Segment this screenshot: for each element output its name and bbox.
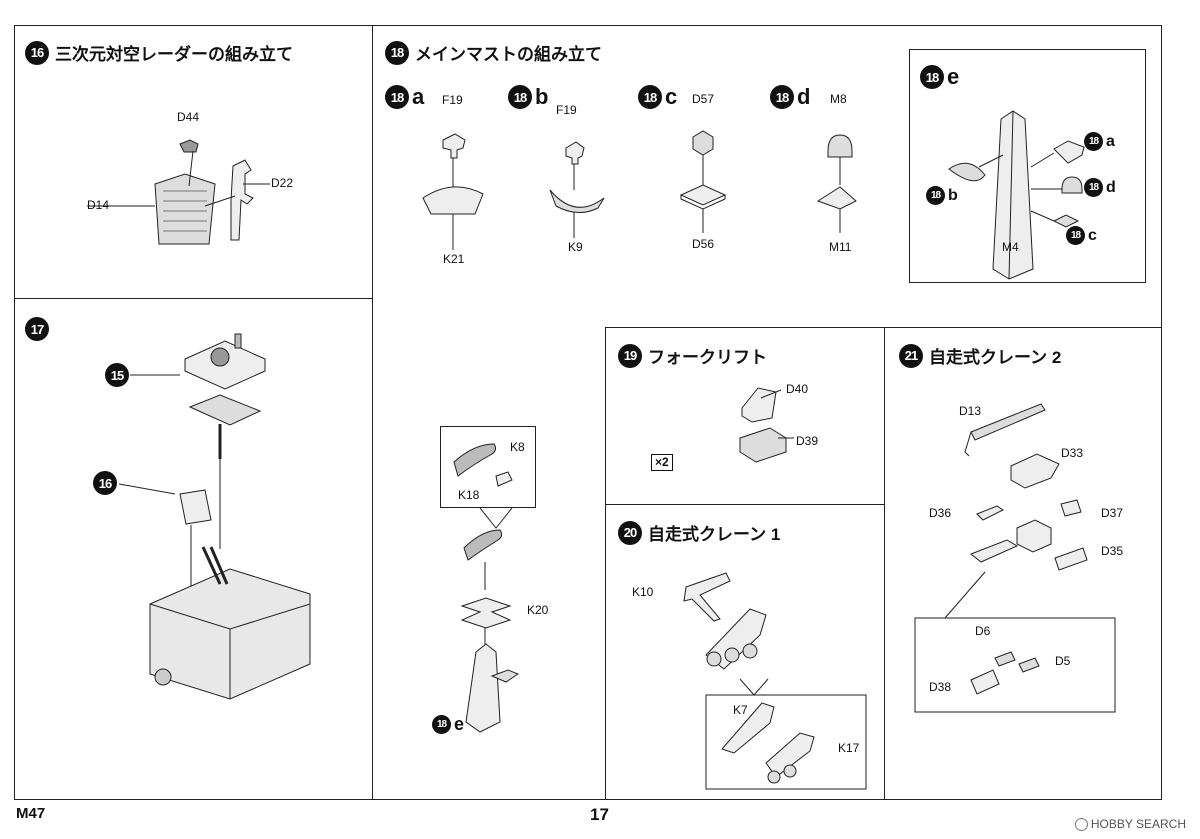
crane-2-drawing	[885, 328, 1163, 801]
substep-18d-drawing	[800, 115, 880, 245]
step-20-title: 20 自走式クレーン 1	[618, 520, 780, 545]
substep-18e-drawing	[909, 49, 1146, 283]
part-F19-a: F19	[442, 93, 463, 107]
step-20-badge: 20	[618, 520, 642, 545]
callout-15: 15	[105, 363, 129, 387]
step-19-badge: 19	[618, 343, 642, 368]
part-K21: K21	[443, 252, 465, 266]
part-K20: K20	[527, 603, 549, 617]
part-K10: K10	[632, 585, 654, 599]
part-K7: K7	[733, 703, 748, 717]
substep-18b: 18 b	[508, 84, 548, 110]
ref-18e-b: 18 b	[926, 186, 958, 205]
step-18-title-text: メインマストの組み立て	[415, 45, 602, 64]
crane-1-drawing	[606, 505, 886, 801]
part-D37: D37	[1101, 506, 1124, 520]
step-16-badge: 16	[25, 40, 49, 65]
step-16-panel: 16 三次元対空レーダーの組み立て D44 D22 D14	[14, 25, 373, 299]
part-D57: D57	[692, 92, 715, 106]
model-code: M47	[16, 805, 46, 822]
step-19-panel: 19 フォークリフト ×2 D40 D39	[605, 327, 885, 505]
step-20-panel: 20 自走式クレーン 1 K10 K7 K17	[605, 504, 885, 800]
part-M11: M11	[829, 240, 852, 254]
part-K18: K18	[458, 488, 480, 502]
step-16-title-text: 三次元対空レーダーの組み立て	[55, 45, 293, 64]
page-number: 17	[590, 805, 609, 824]
step-17-title: 17	[25, 317, 49, 341]
radar-assembly-drawing	[15, 26, 374, 300]
part-D39: D39	[796, 434, 819, 448]
part-D56: D56	[692, 237, 715, 251]
step-21-title-text: 自走式クレーン 2	[929, 348, 1062, 367]
step-17-panel: 17 15 16	[14, 298, 373, 800]
step-19-title-text: フォークリフト	[648, 348, 767, 367]
part-D44: D44	[177, 110, 200, 124]
step-18-badge: 18	[385, 40, 409, 65]
part-K17: K17	[838, 741, 860, 755]
part-K9: K9	[568, 240, 583, 254]
part-D22: D22	[271, 176, 294, 190]
part-F19-b: F19	[556, 103, 577, 117]
step-21-title: 21 自走式クレーン 2	[899, 343, 1061, 368]
part-D38: D38	[929, 680, 952, 694]
part-D5: D5	[1055, 654, 1071, 668]
substep-18a-drawing	[415, 110, 495, 250]
mast-detail-box	[440, 426, 536, 508]
ref-18e-lower: 18 e	[432, 714, 464, 735]
part-D6: D6	[975, 624, 991, 638]
part-D14: D14	[87, 198, 110, 212]
substep-18d: 18 d	[770, 84, 810, 110]
part-D40: D40	[786, 382, 809, 396]
ref-18e-d: 18 d	[1084, 178, 1116, 197]
part-D35: D35	[1101, 544, 1124, 558]
substep-18a: 18 a	[385, 84, 424, 110]
ref-18e-c: 18 c	[1066, 226, 1097, 245]
watermark: HOBBY SEARCH	[1074, 817, 1186, 831]
part-M8: M8	[830, 92, 847, 106]
mast-lower-drawing	[430, 420, 570, 750]
forklift-drawing	[606, 328, 886, 506]
substep-18e: 18 e	[920, 64, 959, 90]
watermark-text: HOBBY SEARCH	[1090, 817, 1186, 831]
step-19-title: 19 フォークリフト	[618, 343, 767, 368]
substep-18e-box	[909, 49, 1146, 283]
step-20-title-text: 自走式クレーン 1	[648, 525, 781, 544]
substep-18b-drawing	[540, 120, 620, 250]
step-16-title: 16 三次元対空レーダーの組み立て	[25, 40, 293, 65]
watermark-icon	[1074, 817, 1088, 831]
callout-16: 16	[93, 471, 117, 495]
part-M4: M4	[1002, 240, 1019, 254]
part-D13: D13	[959, 404, 982, 418]
step-18-title: 18 メインマストの組み立て	[385, 40, 602, 65]
ref-18e-a: 18 a	[1084, 132, 1115, 151]
ship-island-drawing	[15, 299, 374, 801]
step-21-badge: 21	[899, 343, 923, 368]
step-21-panel: 21 自走式クレーン 2 D13 D33 D36 D37 D35 D6 D5 D…	[884, 327, 1162, 800]
step-17-badge: 17	[25, 317, 49, 341]
part-D36: D36	[929, 506, 952, 520]
part-D33: D33	[1061, 446, 1084, 460]
part-K8: K8	[510, 440, 525, 454]
quantity-multiplier: ×2	[651, 454, 673, 471]
substep-18c-drawing	[665, 115, 745, 245]
substep-18c: 18 c	[638, 84, 677, 110]
